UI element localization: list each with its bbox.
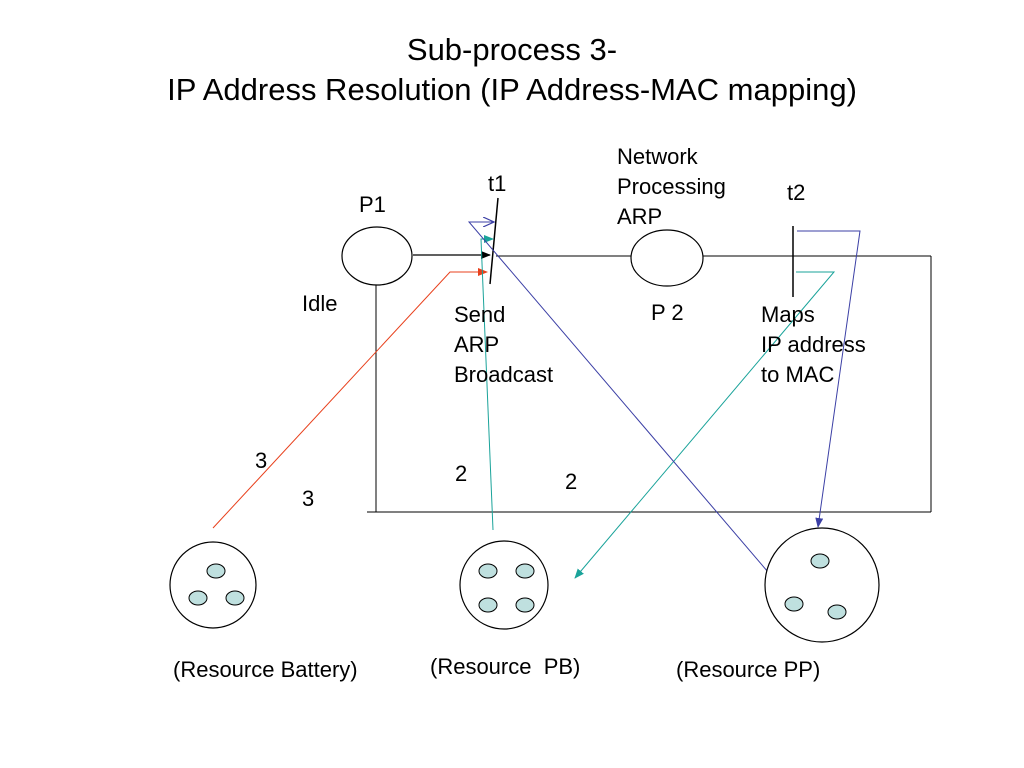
weight-t2-to-pb: 2 xyxy=(565,469,578,494)
arc-t2-to-pp xyxy=(797,230,861,528)
resource-pp xyxy=(764,527,880,643)
weight-pb-to-t1: 2 xyxy=(455,461,468,486)
weight-battery-to-t1: 3 xyxy=(255,448,268,473)
resource-battery-label: (Resource Battery) xyxy=(173,657,358,682)
token xyxy=(188,590,208,606)
weight-t1-to-battery: 3 xyxy=(302,486,315,511)
slide-title: Sub-process 3- IP Address Resolution (IP… xyxy=(0,30,1024,110)
t1-caption-line-2: ARP xyxy=(454,332,500,357)
transition-t1-bar xyxy=(489,197,499,285)
resource-pp-circle xyxy=(764,527,880,643)
arc-pb-to-t1 xyxy=(480,235,494,531)
t2-caption-line-1: Maps xyxy=(761,302,815,327)
token xyxy=(810,553,830,569)
resource-battery xyxy=(169,541,257,629)
p2-caption-line-2: Processing xyxy=(617,174,726,199)
t1-label: t1 xyxy=(488,171,507,196)
token xyxy=(206,563,226,579)
resource-battery-circle xyxy=(169,541,257,629)
resource-pb xyxy=(459,540,549,630)
place-p2 xyxy=(630,229,704,287)
p2-label: P 2 xyxy=(651,300,684,325)
main-flow-lines xyxy=(367,251,932,513)
place-p1 xyxy=(341,226,413,286)
t2-label: t2 xyxy=(787,180,806,205)
arc-t2-to-pb xyxy=(574,271,836,579)
resource-pb-circle xyxy=(459,540,549,630)
resource-pp-label: (Resource PP) xyxy=(676,657,821,682)
title-line-2: IP Address Resolution (IP Address-MAC ma… xyxy=(167,72,857,107)
token xyxy=(478,563,498,579)
token xyxy=(515,563,535,579)
title-line-1: Sub-process 3- xyxy=(406,32,618,67)
token xyxy=(225,590,245,606)
p1-state-label: Idle xyxy=(302,291,338,316)
t2-caption-line-3: to MAC xyxy=(761,362,835,387)
t2-caption-line-2: IP address xyxy=(761,332,866,357)
t1-caption: Send ARP Broadcast xyxy=(454,300,553,390)
resource-pb-label: (Resource PB) xyxy=(430,654,581,679)
token xyxy=(478,597,498,613)
arc-battery-to-t1 xyxy=(212,268,488,529)
p2-caption-line-3: ARP xyxy=(617,204,663,229)
p1-label: P1 xyxy=(359,192,386,217)
token xyxy=(827,604,847,620)
p2-caption-line-1: Network xyxy=(617,144,698,169)
t1-caption-line-1: Send xyxy=(454,302,506,327)
t1-caption-line-3: Broadcast xyxy=(454,362,554,387)
token xyxy=(784,596,804,612)
p2-caption: Network Processing ARP xyxy=(617,142,726,232)
t2-caption: Maps IP address to MAC xyxy=(761,300,866,390)
token xyxy=(515,597,535,613)
arc-pp-to-t1 xyxy=(467,222,769,573)
